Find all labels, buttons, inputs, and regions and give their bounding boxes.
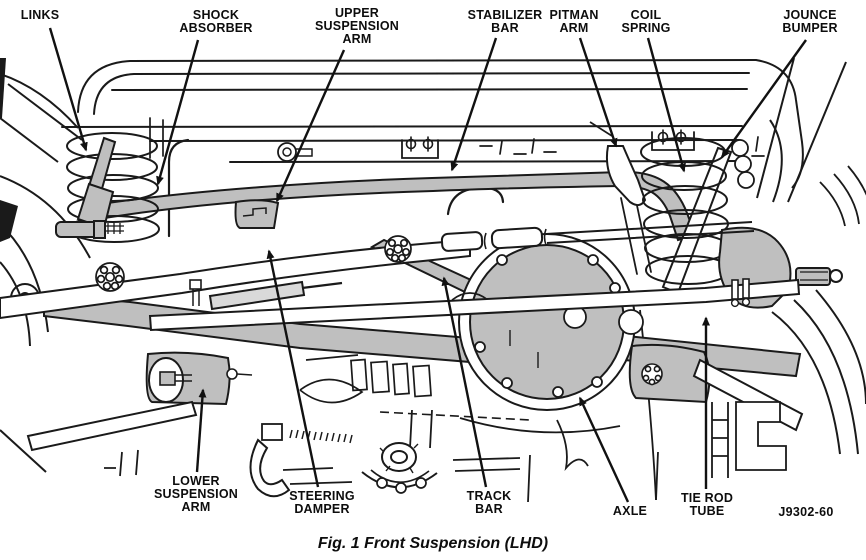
label-pitman-arm: PITMAN ARM xyxy=(549,8,599,35)
leader-jounce-bumper xyxy=(721,39,807,159)
left-fender-and-tire xyxy=(0,58,91,473)
leader-pitman-arm xyxy=(578,37,618,148)
right-fender-and-tire xyxy=(639,57,866,501)
leader-axle xyxy=(578,396,630,503)
lower-suspension-arms-drawing xyxy=(26,343,804,452)
leader-links xyxy=(48,27,88,152)
label-jounce-bumper: JOUNCE BUMPER xyxy=(782,8,838,35)
leader-stabilizer-bar xyxy=(450,37,498,172)
figure-caption: Fig. 1 Front Suspension (LHD) xyxy=(317,535,549,552)
upper-suspension-arm-drawing xyxy=(234,199,280,229)
leader-shock-absorber xyxy=(156,39,200,186)
label-stabilizer-bar: STABILIZER BAR xyxy=(467,8,543,35)
label-lower-suspension-arm: LOWER SUSPENSION ARM xyxy=(154,474,238,514)
leader-lower-suspension-arm xyxy=(195,388,207,473)
label-steering-damper: STEERING DAMPER xyxy=(289,489,355,516)
leader-upper-suspension-arm xyxy=(275,49,346,203)
leader-coil-spring xyxy=(646,37,686,173)
frame-and-body xyxy=(61,59,765,275)
leader-steering-damper xyxy=(266,249,320,488)
leader-lines xyxy=(48,27,807,503)
underbody-details xyxy=(104,401,787,503)
figure-code: J9302-60 xyxy=(778,505,834,519)
pitman-arm-drawing xyxy=(589,121,647,206)
drag-link-drawing xyxy=(0,221,755,320)
label-tie-rod-tube: TIE ROD TUBE xyxy=(680,491,734,518)
label-track-bar: TRACK BAR xyxy=(466,489,512,516)
leader-track-bar xyxy=(441,276,488,488)
label-upper-suspension-arm: UPPER SUSPENSION ARM xyxy=(315,6,399,46)
label-axle: AXLE xyxy=(612,504,648,518)
label-links: LINKS xyxy=(20,8,60,22)
label-shock-absorber: SHOCK ABSORBER xyxy=(179,8,253,35)
left-coil-spring-drawing xyxy=(55,132,160,243)
label-coil-spring: COIL SPRING xyxy=(621,8,671,35)
tie-rod-tube-drawing xyxy=(148,278,801,332)
